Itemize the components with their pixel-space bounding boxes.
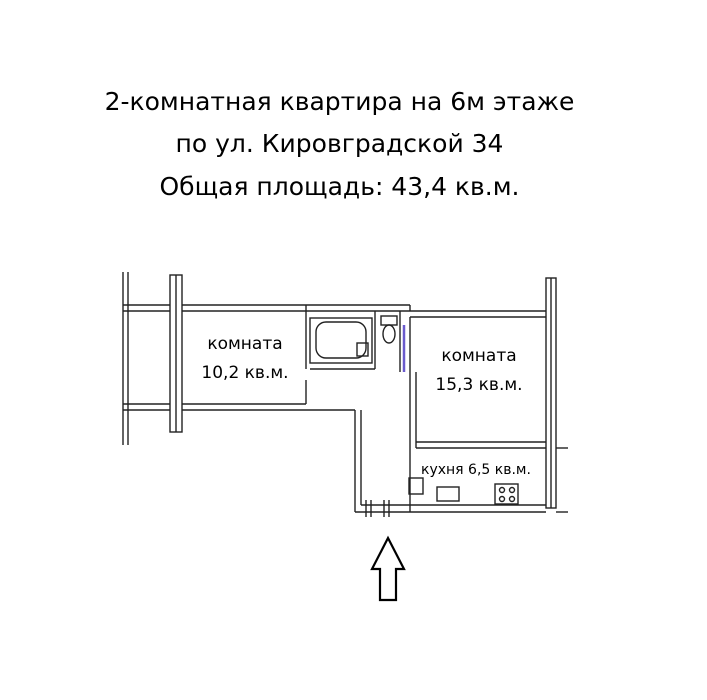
entrance-arrow-icon — [370, 535, 406, 602]
title-line-area: Общая площадь: 43,4 кв.м. — [159, 172, 520, 201]
room-left-area: 10,2 кв.м. — [201, 363, 288, 383]
kitchen-label: кухня 6,5 кв.м. — [421, 462, 531, 478]
room-right-name: комната — [441, 346, 516, 366]
title-line-address: по ул. Кировградской 34 — [175, 129, 504, 158]
plan-walls — [122, 272, 568, 517]
title-line-apartment: 2-комнатная квартира на 6м этаже — [104, 87, 575, 116]
room-right-area: 15,3 кв.м. — [435, 375, 522, 395]
room-left-name: комната — [207, 334, 282, 354]
